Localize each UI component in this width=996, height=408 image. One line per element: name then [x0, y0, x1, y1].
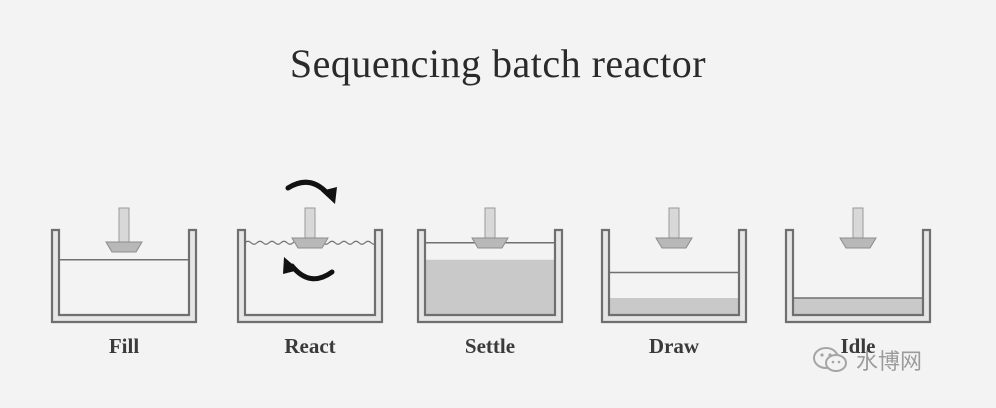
inlet-pipe [668, 207, 680, 239]
reactor-tank [236, 179, 384, 324]
mixing-arrows [283, 179, 337, 282]
inlet-pipe [484, 207, 496, 239]
watermark: 水博网 [812, 344, 922, 376]
diffuser [839, 237, 877, 249]
tank-wall [600, 228, 748, 324]
tank-wall [784, 228, 932, 324]
tank-wall [236, 228, 384, 324]
curved-arrow-icon [289, 263, 335, 282]
tank-wall [416, 228, 564, 324]
reactor-tank [50, 207, 198, 324]
watermark-text: 水博网 [856, 350, 923, 375]
diagram-title: Sequencing batch reactor [289, 41, 707, 86]
arrow-head-icon [321, 187, 337, 204]
curved-arrow-icon [285, 179, 331, 197]
inlet-pipe [118, 207, 130, 243]
diffuser [471, 237, 509, 249]
reactor-tank [784, 207, 932, 324]
diffuser [105, 241, 143, 253]
inlet-pipe [304, 207, 316, 239]
stage-label: Draw [648, 334, 700, 358]
stage-label: Idle [840, 334, 876, 358]
wechat-icon [813, 347, 847, 372]
sludge-layer [793, 298, 923, 315]
reactor-tank [600, 207, 748, 324]
stage-label: Settle [464, 334, 516, 358]
stage-label: React [284, 334, 336, 358]
sludge-layer [425, 259, 555, 315]
inlet-pipe [852, 207, 864, 239]
diffuser [655, 237, 693, 249]
stage-label: Fill [108, 334, 140, 358]
tank-wall [50, 228, 198, 324]
reactor-tank [416, 207, 564, 324]
arrow-head-icon [283, 257, 299, 274]
diffuser [291, 237, 329, 249]
sludge-layer [609, 298, 739, 315]
